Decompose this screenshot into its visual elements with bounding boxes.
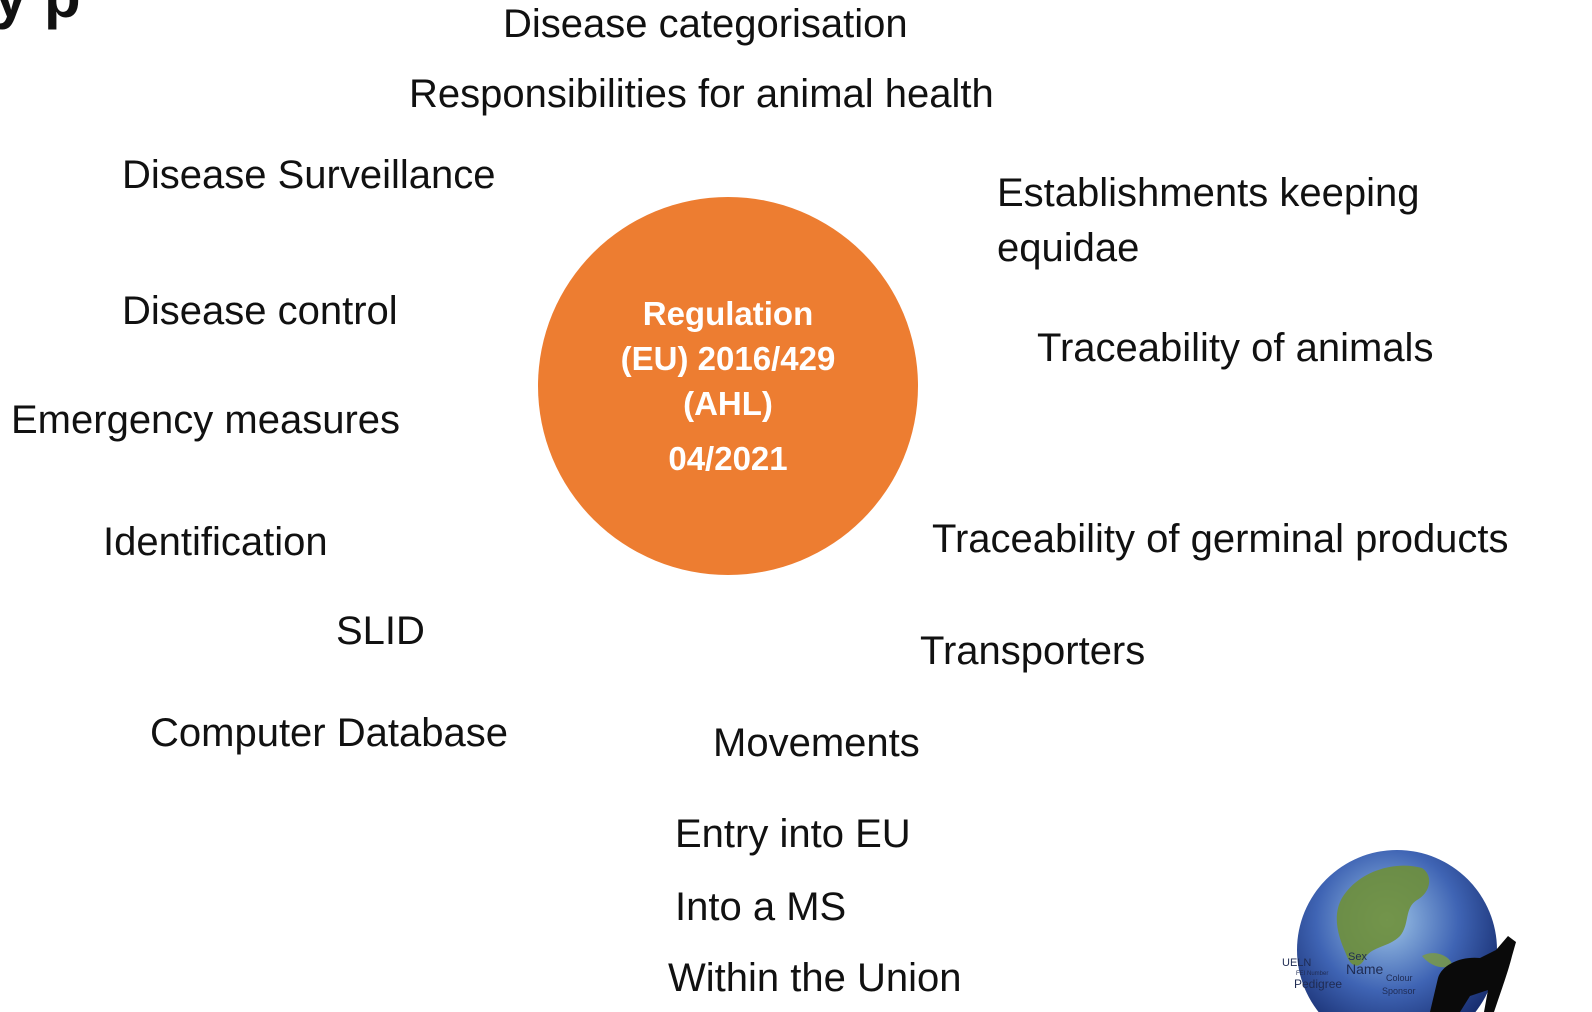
topic-disease-categorisation: Disease categorisation [503, 2, 908, 46]
globe-horse-logo: UELN FEI Number Sex Name Colour Pedigree… [1272, 838, 1532, 1012]
topic-disease-control: Disease control [122, 289, 398, 333]
topic-transporters: Transporters [920, 629, 1146, 673]
logo-word-ueln: UELN [1282, 957, 1311, 969]
regulation-circle: Regulation (EU) 2016/429 (AHL) 04/2021 [538, 197, 918, 575]
topic-establishments-line2: equidae [997, 226, 1140, 270]
island-shape [1422, 953, 1452, 968]
continent-shape [1336, 865, 1430, 966]
topic-slid: SLID [336, 609, 425, 653]
regulation-title-line-2: (EU) 2016/429 [620, 340, 836, 377]
topic-identification: Identification [103, 520, 328, 564]
movement-entry-eu: Entry into EU [675, 812, 911, 856]
regulation-date: 04/2021 [668, 440, 788, 477]
logo-word-sponsor: Sponsor [1382, 986, 1416, 996]
corner-title-fragment: y p [0, 0, 81, 31]
topic-movements: Movements [713, 721, 920, 765]
topic-disease-surveillance: Disease Surveillance [122, 153, 496, 197]
movement-into-ms: Into a MS [675, 885, 847, 929]
regulation-title-line-3: (AHL) [683, 385, 773, 422]
logo-word-name: Name [1346, 961, 1384, 977]
movement-within-union: Within the Union [668, 956, 962, 1000]
topic-traceability-animals: Traceability of animals [1037, 326, 1434, 370]
regulation-title-line-1: Regulation [642, 295, 814, 332]
topic-establishments-line1: Establishments keeping [997, 171, 1420, 215]
topic-traceability-germinal: Traceability of germinal products [932, 517, 1509, 561]
logo-word-colour: Colour [1386, 973, 1413, 983]
logo-word-fei-number: FEI Number [1296, 971, 1328, 977]
horse-silhouette-icon [1430, 936, 1516, 1012]
logo-word-sex: Sex [1348, 951, 1367, 963]
logo-word-pedigree: Pedigree [1294, 977, 1342, 991]
topic-computer-database: Computer Database [150, 711, 508, 755]
topic-emergency-measures: Emergency measures [11, 398, 401, 442]
topic-responsibilities: Responsibilities for animal health [409, 72, 994, 116]
